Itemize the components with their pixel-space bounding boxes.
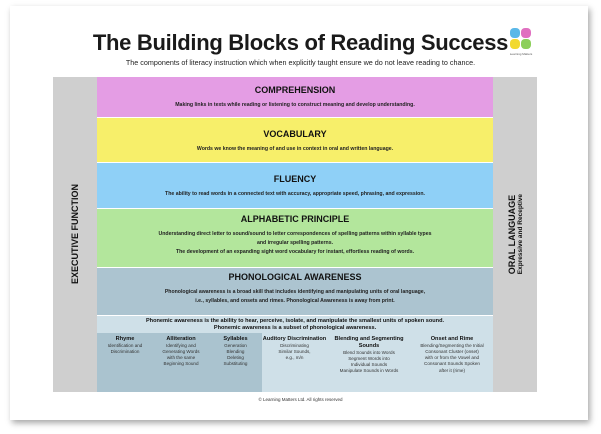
skill-detail: Similar Sounds, (278, 349, 311, 354)
skill-detail: Segment Words into (348, 355, 390, 361)
block-description: Words we know the meaning of and use in … (196, 146, 394, 152)
skill-detail: Individual Sounds (350, 362, 388, 367)
block-vocabulary: VOCABULARY Words we know the meaning of a… (97, 118, 493, 163)
block-description: Understanding direct letter to sound/sou… (158, 231, 432, 237)
block-fluency: FLUENCY The ability to read words in a co… (97, 163, 493, 209)
phonemic-awareness-section: Phonemic awareness is the ability to hea… (97, 316, 493, 392)
phonemic-intro-line: Phonemic awareness is the ability to hea… (145, 318, 445, 324)
phonemic-intro-line: Phonemic awareness is a subset of phonol… (213, 325, 377, 331)
skill-detail: Blending/Segmenting the Initial (420, 342, 484, 348)
executive-function-bar: EXECUTIVE FUNCTION (53, 77, 97, 392)
skill-detail: Discrimination (110, 349, 140, 354)
block-title: FLUENCY (273, 174, 317, 184)
block-description: Phonological awareness is a broad skill … (164, 289, 426, 295)
block-title: ALPHABETIC PRINCIPLE (240, 214, 350, 224)
block-description: The development of an expanding sight wo… (175, 249, 415, 255)
block-description: and irregular spelling patterns. (256, 240, 334, 246)
block-description: Making links in texts while reading or l… (175, 102, 415, 108)
block-title: VOCABULARY (263, 129, 327, 139)
block-description: The ability to read words in a connected… (165, 191, 425, 197)
oral-language-label: ORAL LANGUAGE (506, 194, 517, 275)
skill-detail: with or from the Vowel and (424, 355, 480, 361)
skill-detail: with the same (166, 355, 196, 361)
skill-detail: Identifying and (166, 342, 196, 348)
skill-title: Auditory Discrimination (262, 336, 327, 342)
skill-detail: Consonant Sounds Spoken (424, 361, 480, 367)
block-title: PHONOLOGICAL AWARENESS (228, 272, 362, 282)
block-phonological-awareness: PHONOLOGICAL AWARENESS Phonological aware… (97, 268, 493, 316)
skill-detail: Identification and (107, 342, 143, 348)
skill-title: Onset and Rime (430, 336, 474, 342)
page-title: The Building Blocks of Reading Success (92, 30, 509, 55)
skill-detail: Blending (226, 349, 245, 354)
block-description: i.e., syllables, and onsets and rimes. P… (195, 298, 395, 304)
skill-detail: Manipulate Sounds in Words (339, 368, 399, 374)
skill-detail: after it (rime) (438, 367, 466, 373)
logo-brain-icon (510, 28, 532, 50)
oral-language-sublabel: Expressive and Receptive (516, 194, 524, 275)
skill-detail: Deleting (227, 355, 244, 361)
skill-detail: Generating Words (162, 349, 200, 354)
skill-detail: Generation (224, 342, 247, 348)
skill-detail: Consonant Cluster (onset) (425, 349, 479, 354)
skill-title: Rhyme (115, 336, 135, 342)
block-alphabetic-principle: ALPHABETIC PRINCIPLE Understanding direct… (97, 209, 493, 268)
skill-detail: Blend Sounds into Words (343, 349, 395, 355)
page-subtitle: The components of literacy instruction w… (125, 58, 476, 67)
skill-title: Syllables (223, 336, 248, 342)
logo-text: Learning Matters (509, 52, 533, 56)
skill-detail: Discriminating (280, 342, 309, 348)
block-title: COMPREHENSION (254, 85, 336, 95)
skill-detail: e.g., m/n (285, 355, 304, 361)
block-comprehension: COMPREHENSION Making links in texts while… (97, 77, 493, 118)
skill-detail: Substituting (223, 361, 248, 367)
executive-function-label: EXECUTIVE FUNCTION (70, 184, 80, 285)
skill-title: Alliteration (166, 336, 196, 342)
skill-detail: Beginning Sound (163, 361, 199, 367)
skill-title: Blending and Segmenting Sounds (334, 336, 404, 349)
copyright-footer: © Learning Matters Ltd. All rights reser… (258, 397, 343, 402)
